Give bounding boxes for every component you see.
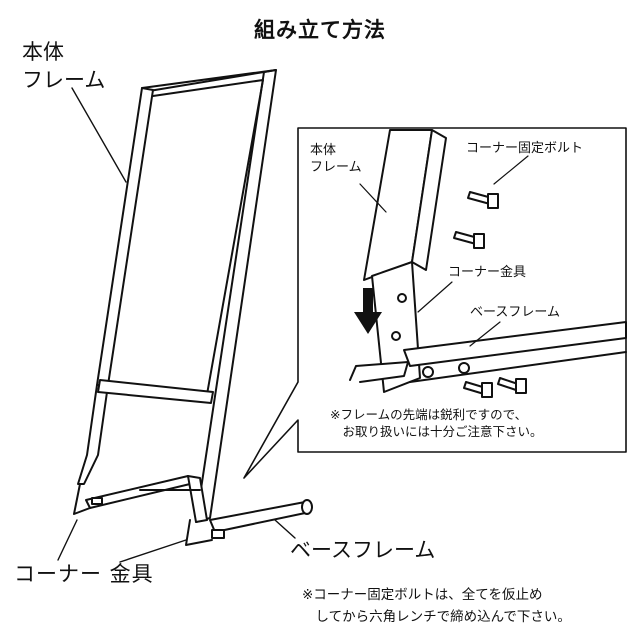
- main-frame-inner-edge: [152, 79, 264, 401]
- detail-leader-base: [469, 321, 501, 347]
- base-frame-end-cap: [301, 499, 313, 515]
- leader-base-frame: [274, 519, 296, 539]
- main-frame-crossbar: [97, 379, 214, 404]
- detail-leader-bolt: [493, 155, 529, 185]
- detail-bolt-3: [463, 381, 493, 398]
- detail-base-hole-1: [422, 366, 434, 378]
- corner-bracket-right: [185, 519, 213, 546]
- leader-bracket-right: [119, 539, 187, 563]
- detail-leader-bracket: [417, 281, 453, 313]
- base-frame-front-bar: [209, 501, 311, 533]
- leader-bracket-left: [57, 519, 78, 561]
- label-main-frame: 本体 フレーム: [22, 40, 106, 92]
- detail-callout-box: [243, 127, 627, 479]
- detail-bolt-4: [497, 377, 527, 394]
- detail-label-corner-bracket: コーナー金具: [448, 265, 527, 280]
- leader-main-frame: [71, 87, 127, 183]
- detail-label-base-frame: ベースフレーム: [470, 305, 560, 320]
- label-corner-bracket: コーナー 金具: [14, 562, 154, 586]
- bottom-note: ※コーナー固定ボルトは、全てを仮止め してから六角レンチで締め込んで下さい。: [302, 587, 571, 625]
- base-frame-side-bar: [187, 475, 208, 523]
- detail-base-hole-2: [458, 362, 470, 374]
- main-frame-back-leg: [77, 384, 109, 485]
- detail-bolt-1: [467, 191, 499, 209]
- down-arrow-icon: [354, 288, 382, 334]
- label-base-frame: ベースフレーム: [290, 538, 436, 562]
- page-title: 組み立て方法: [254, 18, 386, 42]
- corner-bracket-left: [73, 483, 91, 515]
- detail-leader-frame: [359, 183, 387, 213]
- detail-base-frame-inner: [409, 351, 627, 383]
- detail-bracket-hole-2: [391, 331, 401, 341]
- detail-label-corner-bolt: コーナー固定ボルト: [466, 141, 584, 156]
- corner-bracket-left-bolt: [91, 497, 103, 505]
- detail-main-frame-side: [411, 129, 447, 271]
- detail-warning: ※フレームの先端は鋭利ですので、 お取り扱いには十分ご注意下さい。: [330, 407, 543, 439]
- detail-label-main-frame: 本体 フレーム: [310, 143, 362, 175]
- detail-base-foot: [349, 361, 409, 383]
- main-frame-left-side: [96, 87, 154, 386]
- corner-bracket-right-bolt: [211, 529, 225, 539]
- detail-bolt-2: [453, 231, 485, 249]
- detail-bracket-hole-1: [397, 293, 407, 303]
- detail-base-frame: [403, 321, 627, 367]
